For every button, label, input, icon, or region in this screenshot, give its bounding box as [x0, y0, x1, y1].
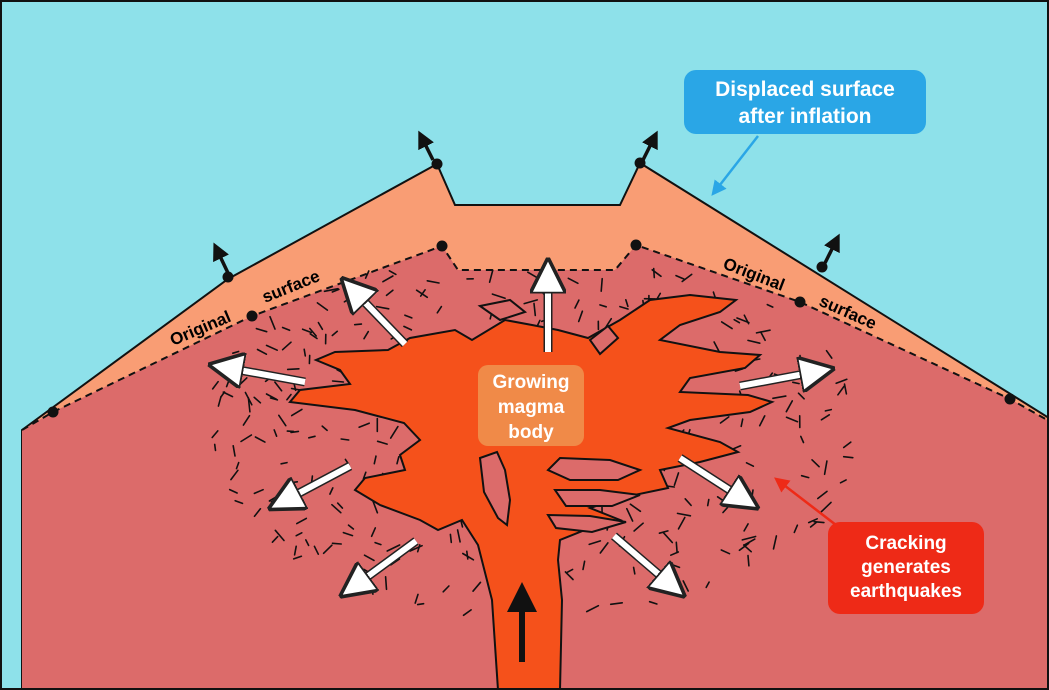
cracking-line-3: earthquakes	[850, 581, 962, 602]
cracking-line-1: Cracking	[865, 533, 946, 554]
displaced-line-2: after inflation	[738, 105, 871, 128]
displaced-line-1: Displaced surface	[715, 78, 895, 101]
cracking-line-2: generates	[861, 557, 951, 578]
growing-line-2: magma	[498, 397, 565, 418]
growing-line-3: body	[508, 422, 554, 443]
growing-line-1: Growing	[492, 372, 569, 393]
